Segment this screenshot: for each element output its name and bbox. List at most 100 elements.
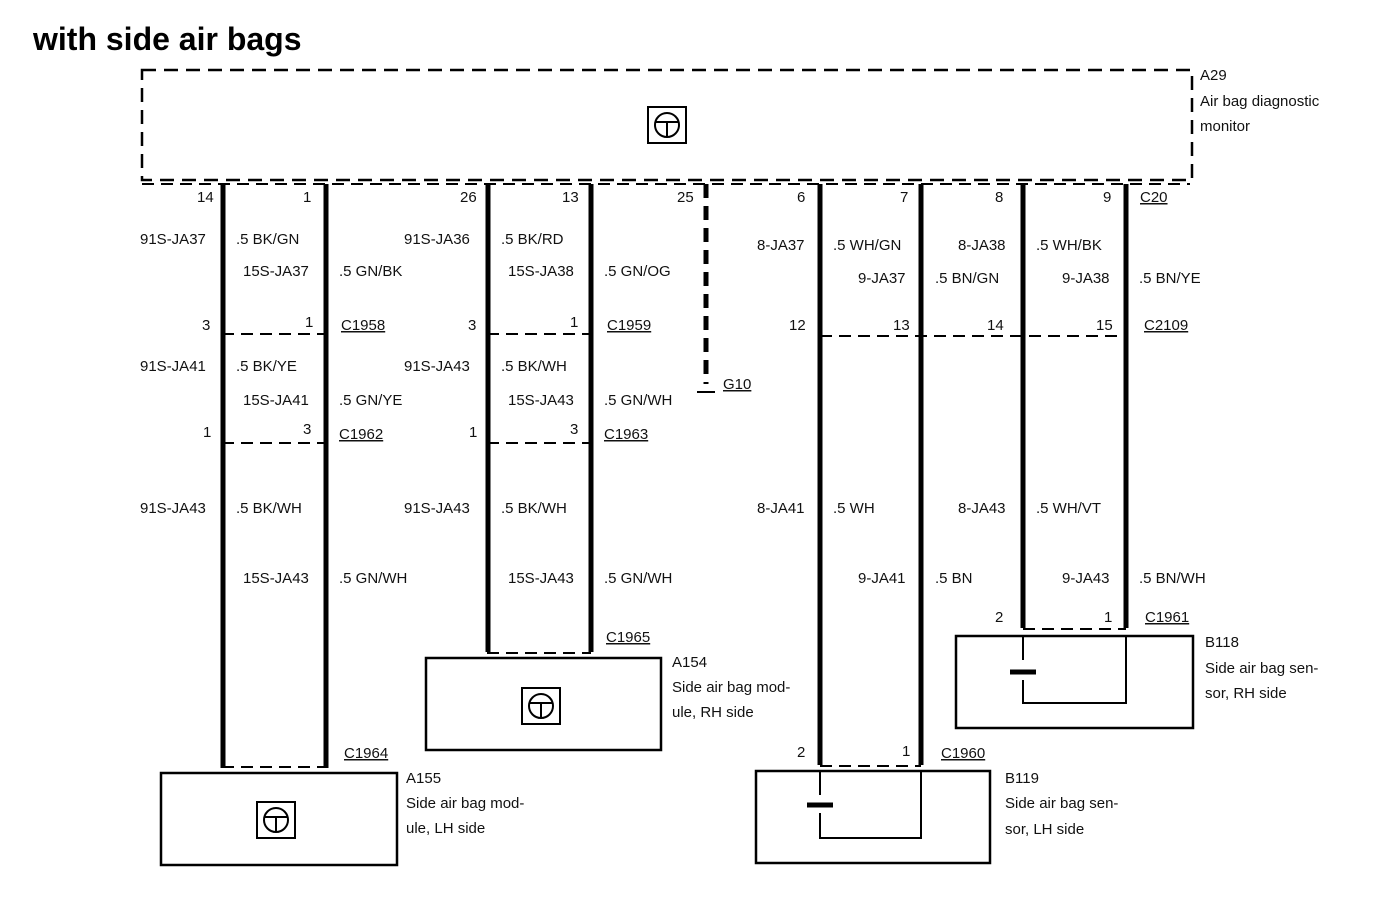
pin-label: 14 xyxy=(987,317,1004,334)
pin-label: 1 xyxy=(305,314,313,331)
pin-label: 1 xyxy=(570,314,578,331)
c1958-label: C1958 xyxy=(341,317,385,334)
wire-label: 8-JA37 xyxy=(757,237,805,254)
diagram-title: with side air bags xyxy=(32,21,302,57)
pin-label: 3 xyxy=(303,421,311,438)
a154-line1: Side air bag mod- xyxy=(672,679,790,696)
pin-label: 15 xyxy=(1096,317,1113,334)
wire-label: 91S-JA36 xyxy=(404,231,470,248)
wires xyxy=(220,184,1129,768)
wire-color-label: .5 BN/WH xyxy=(1139,570,1206,587)
wire-color-label: .5 GN/WH xyxy=(339,570,407,587)
pin-label: 1 xyxy=(203,424,211,441)
a155-line1: Side air bag mod- xyxy=(406,795,524,812)
wire-label: 15S-JA43 xyxy=(243,570,309,587)
c1962-label: C1962 xyxy=(339,426,383,443)
wire-label: 9-JA38 xyxy=(1062,270,1110,287)
wire-label: 15S-JA37 xyxy=(243,263,309,280)
g10-label: G10 xyxy=(723,376,751,393)
wire-label: 9-JA37 xyxy=(858,270,906,287)
c1960-label: C1960 xyxy=(941,745,985,762)
pin-label: 7 xyxy=(900,189,908,206)
b119-sensor-box xyxy=(754,769,992,865)
a155-module-box xyxy=(159,771,399,867)
wire-label: 15S-JA43 xyxy=(508,570,574,587)
wire-color-label: .5 BK/WH xyxy=(501,500,567,517)
wire-color-label: .5 BN/YE xyxy=(1139,270,1201,287)
wire-color-label: .5 GN/WH xyxy=(604,570,672,587)
wire-label: 15S-JA38 xyxy=(508,263,574,280)
c1965-label: C1965 xyxy=(606,629,650,646)
wire-color-label: .5 BN xyxy=(935,570,973,587)
c1961-label: C1961 xyxy=(1145,609,1189,626)
pin-label: 6 xyxy=(797,189,805,206)
pin-label: 13 xyxy=(562,189,579,206)
wire-label: 91S-JA43 xyxy=(404,358,470,375)
c1959-label: C1959 xyxy=(607,317,651,334)
pin-label: 8 xyxy=(995,189,1003,206)
pin-label: 2 xyxy=(995,609,1003,626)
pin-label: 14 xyxy=(197,189,214,206)
c20-connector-label: C20 xyxy=(1140,189,1168,206)
pin-label: 2 xyxy=(797,744,805,761)
wire-label: 8-JA41 xyxy=(757,500,805,517)
wire-label: 15S-JA43 xyxy=(508,392,574,409)
b118-sensor-box xyxy=(954,634,1195,730)
wire-label: 9-JA41 xyxy=(858,570,906,587)
a29-monitor-box xyxy=(140,68,1194,182)
wire-color-label: .5 WH xyxy=(833,500,875,517)
wire-color-label: .5 BK/WH xyxy=(236,500,302,517)
wire-label: 8-JA43 xyxy=(958,500,1006,517)
b118-line1: Side air bag sen- xyxy=(1205,660,1318,677)
wire-color-label: .5 GN/OG xyxy=(604,263,671,280)
pin-label: 26 xyxy=(460,189,477,206)
a155-id: A155 xyxy=(406,770,441,787)
pin-label: 1 xyxy=(469,424,477,441)
wire-label: 9-JA43 xyxy=(1062,570,1110,587)
wire-label: 15S-JA41 xyxy=(243,392,309,409)
wire-label: 91S-JA43 xyxy=(140,500,206,517)
sensor-switch-icon xyxy=(807,771,922,839)
airbag-module-icon xyxy=(521,687,561,725)
airbag-module-icon xyxy=(647,106,687,144)
a154-id: A154 xyxy=(672,654,707,671)
a154-line2: ule, RH side xyxy=(672,704,754,721)
c1964-label: C1964 xyxy=(344,745,388,762)
pin-label: 12 xyxy=(789,317,806,334)
pin-label: 1 xyxy=(1104,609,1112,626)
airbag-module-icon xyxy=(256,801,296,839)
a155-line2: ule, LH side xyxy=(406,820,485,837)
wire-color-label: .5 GN/BK xyxy=(339,263,402,280)
wire-color-label: .5 GN/YE xyxy=(339,392,402,409)
pin-label: 3 xyxy=(202,317,210,334)
pin-label: 1 xyxy=(902,743,910,760)
c2109-label: C2109 xyxy=(1144,317,1188,334)
wire-color-label: .5 BK/GN xyxy=(236,231,299,248)
wire-color-label: .5 BK/YE xyxy=(236,358,297,375)
sensor-switch-icon xyxy=(1010,636,1127,704)
pin-label: 25 xyxy=(677,189,694,206)
wire-label: 91S-JA37 xyxy=(140,231,206,248)
wire-color-label: .5 WH/VT xyxy=(1036,500,1101,517)
wire-color-label: .5 BK/RD xyxy=(501,231,564,248)
c1963-label: C1963 xyxy=(604,426,648,443)
b118-line2: sor, RH side xyxy=(1205,685,1287,702)
b119-line1: Side air bag sen- xyxy=(1005,795,1118,812)
wire-color-label: .5 WH/GN xyxy=(833,237,901,254)
wire-color-label: .5 WH/BK xyxy=(1036,237,1102,254)
pin-label: 13 xyxy=(893,317,910,334)
pin-label: 9 xyxy=(1103,189,1111,206)
wire-label: 8-JA38 xyxy=(958,237,1006,254)
wire-label: 91S-JA43 xyxy=(404,500,470,517)
wire-label: 91S-JA41 xyxy=(140,358,206,375)
wire-color-label: .5 GN/WH xyxy=(604,392,672,409)
a29-name-line2: monitor xyxy=(1200,118,1250,135)
a29-name-line1: Air bag diagnostic xyxy=(1200,93,1320,110)
b119-line2: sor, LH side xyxy=(1005,821,1084,838)
b118-id: B118 xyxy=(1205,634,1239,651)
pin-label: 3 xyxy=(468,317,476,334)
pin-label: 3 xyxy=(570,421,578,438)
wire-color-label: .5 BN/GN xyxy=(935,270,999,287)
b119-id: B119 xyxy=(1005,770,1039,787)
